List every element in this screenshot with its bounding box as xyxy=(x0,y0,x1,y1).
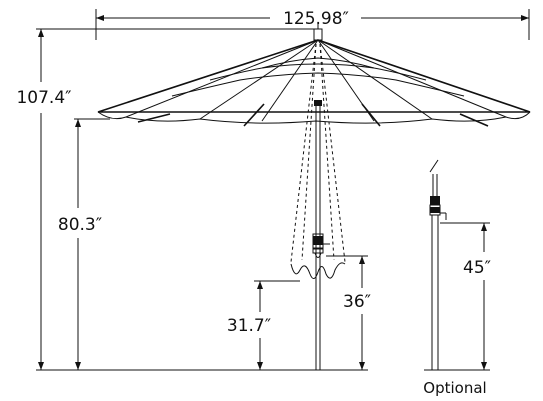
clearance-height-label: 80.3″ xyxy=(58,215,102,235)
umbrella-pole xyxy=(312,100,330,370)
collapsed-canopy-outline xyxy=(290,43,346,279)
width-dimension: 125.98″ xyxy=(95,9,530,40)
clearance-dimension: 80.3″ xyxy=(58,118,110,370)
canopy-width-label: 125.98″ xyxy=(283,9,349,29)
optional-height-dimension: 45″ xyxy=(440,222,491,371)
total-height-label: 107.4″ xyxy=(16,88,71,108)
crank-height-label: 31.7″ xyxy=(227,316,271,336)
lower-pole-height-label: 36″ xyxy=(343,292,371,312)
crank-height-dimension: 31.7″ xyxy=(227,280,300,370)
optional-pole-illustration xyxy=(424,159,447,371)
total-height-dimension: 107.4″ xyxy=(16,28,318,370)
optional-height-label: 45″ xyxy=(463,258,491,278)
lower-pole-dimension: 36″ xyxy=(326,255,371,370)
optional-caption: Optional xyxy=(423,379,486,397)
